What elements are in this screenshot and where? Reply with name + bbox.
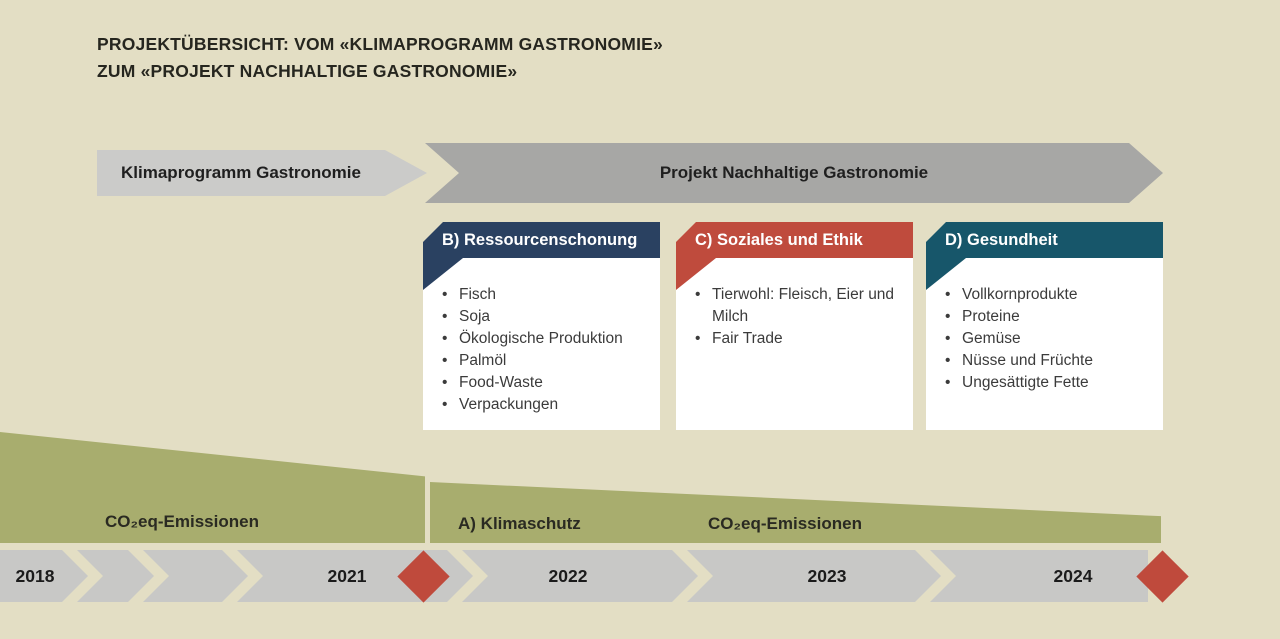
timeline-year-2022: 2022 (548, 566, 588, 586)
list-item: Food-Waste (442, 372, 648, 394)
chevron-separator-icon (222, 550, 263, 602)
chevron-separator-icon (915, 550, 956, 602)
list-item: Gemüse (945, 328, 1151, 350)
card-ressourcenschonung: Fisch Soja Ökologische Produktion Palmöl… (423, 222, 660, 430)
co2-emissions-label-right: CO₂eq-Emissionen (708, 514, 862, 533)
timeline-year-2018: 2018 (15, 566, 55, 586)
timeline-year-2021: 2021 (327, 566, 367, 586)
list-item: Ökologische Produktion (442, 328, 648, 350)
card-ressourcenschonung-list: Fisch Soja Ökologische Produktion Palmöl… (442, 284, 648, 416)
list-item: Verpackungen (442, 394, 648, 416)
phase-banner-klimaprogramm-label: Klimaprogramm Gastronomie (121, 163, 361, 182)
chevron-separator-icon (62, 550, 103, 602)
timeline-band: 2018 2021 2022 2023 2024 (0, 550, 1148, 602)
card-body: Fisch Soja Ökologische Produktion Palmöl… (423, 258, 660, 430)
phase-banner-nachhaltige-gastronomie: Projekt Nachhaltige Gastronomie (425, 143, 1163, 203)
card-header-label: B) Ressourcenschonung (442, 231, 638, 249)
chevron-separator-icon (128, 550, 169, 602)
page-title: PROJEKTÜBERSICHT: VOM «KLIMAPROGRAMM GAS… (97, 31, 663, 84)
phase-banner-klimaprogramm: Klimaprogramm Gastronomie (97, 150, 427, 196)
emissions-wedge-right: A) Klimaschutz CO₂eq-Emissionen (430, 482, 1161, 543)
co2-emissions-label-left: CO₂eq-Emissionen (105, 512, 259, 531)
chevron-separator-icon (672, 550, 713, 602)
list-item: Palmöl (442, 350, 648, 372)
timeline-year-2024: 2024 (1053, 566, 1093, 586)
list-item: Vollkornprodukte (945, 284, 1151, 306)
card-header-label: C) Soziales und Ethik (695, 231, 863, 249)
card-soziales-list: Tierwohl: Fleisch, Eier und Milch Fair T… (695, 284, 901, 350)
list-item: Nüsse und Früchte (945, 350, 1151, 372)
list-item: Fair Trade (695, 328, 901, 350)
card-body: Vollkornprodukte Proteine Gemüse Nüsse u… (926, 258, 1163, 430)
list-item: Proteine (945, 306, 1151, 328)
card-body: Tierwohl: Fleisch, Eier und Milch Fair T… (676, 258, 913, 430)
card-gesundheit: Vollkornprodukte Proteine Gemüse Nüsse u… (926, 222, 1163, 430)
phase-banner-nachhaltige-gastronomie-label: Projekt Nachhaltige Gastronomie (659, 163, 929, 182)
klimaschutz-label: A) Klimaschutz (458, 514, 581, 533)
card-header-label: D) Gesundheit (945, 231, 1058, 249)
list-item: Fisch (442, 284, 648, 306)
card-gesundheit-list: Vollkornprodukte Proteine Gemüse Nüsse u… (945, 284, 1151, 394)
list-item: Tierwohl: Fleisch, Eier und Milch (695, 284, 901, 328)
timeline-year-2023: 2023 (807, 566, 847, 586)
list-item: Ungesättigte Fette (945, 372, 1151, 394)
list-item: Soja (442, 306, 648, 328)
page-title-line2: ZUM «PROJEKT NACHHALTIGE GASTRONOMIE» (97, 60, 518, 81)
chevron-separator-icon (447, 550, 488, 602)
emissions-wedge-left: CO₂eq-Emissionen (0, 432, 425, 543)
card-soziales-und-ethik: Tierwohl: Fleisch, Eier und Milch Fair T… (676, 222, 913, 430)
page-title-line1: PROJEKTÜBERSICHT: VOM «KLIMAPROGRAMM GAS… (97, 34, 663, 54)
